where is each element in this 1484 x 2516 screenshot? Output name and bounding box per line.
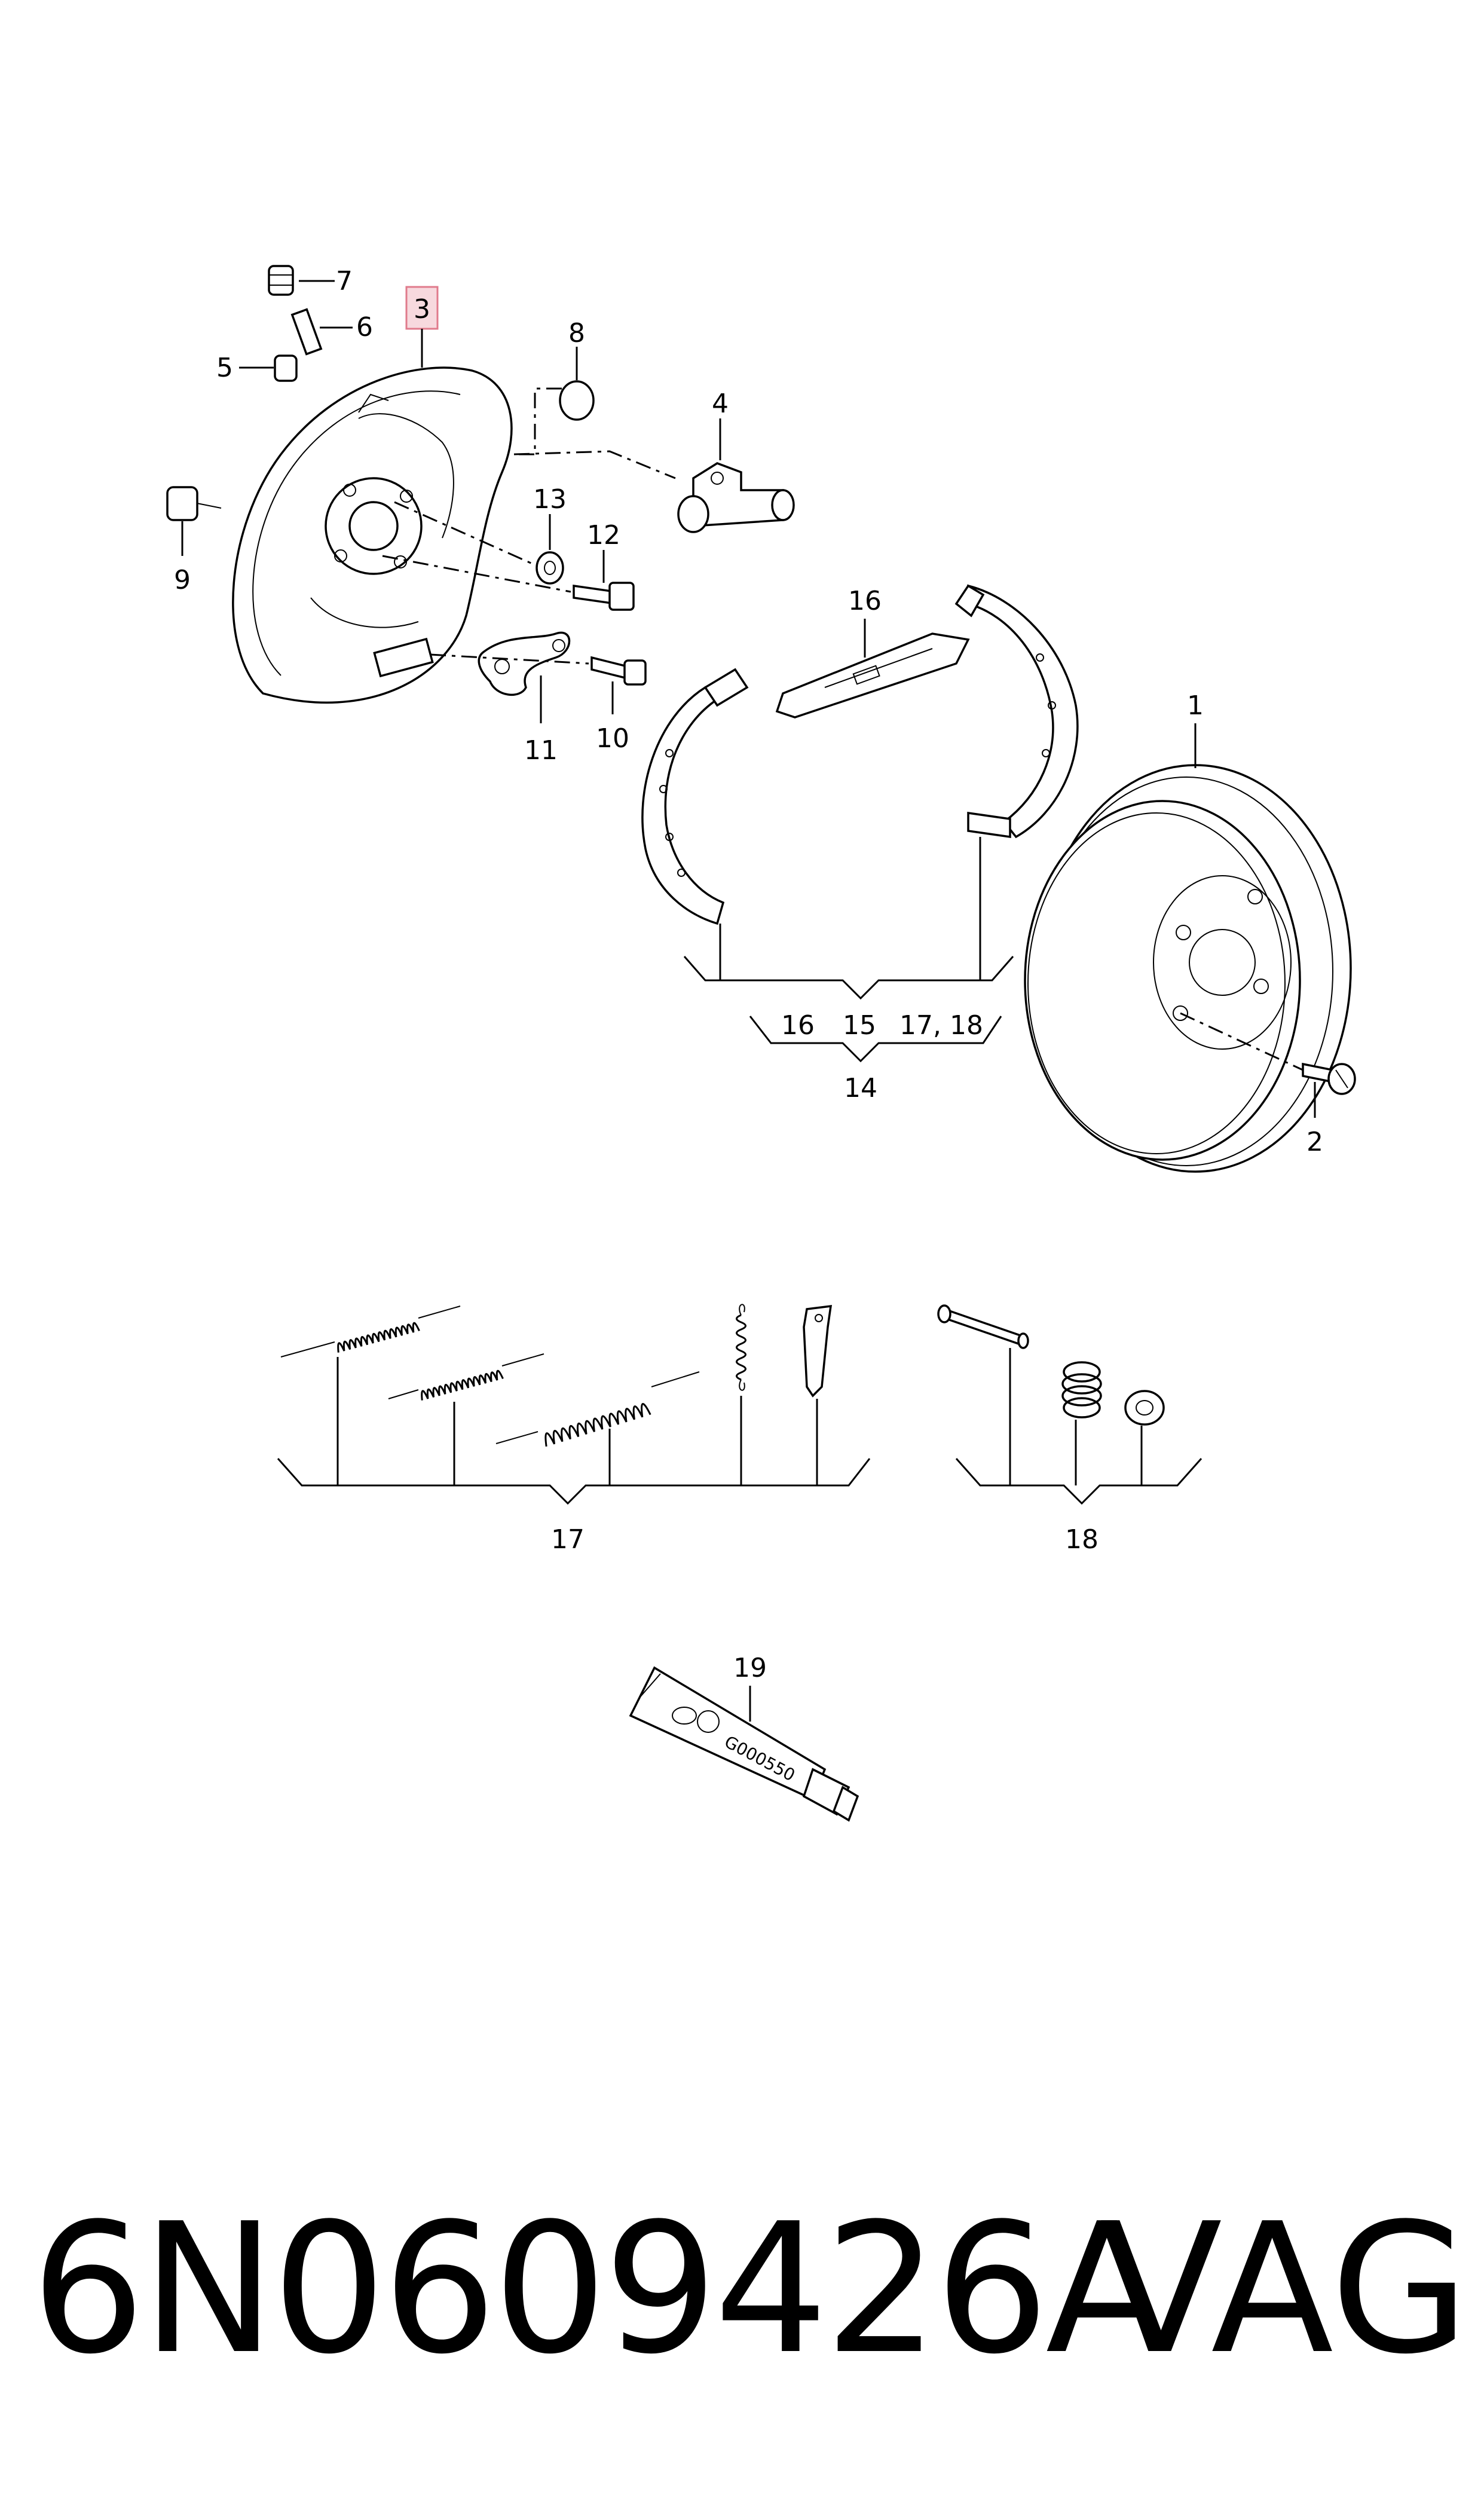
callout-14: 14 [844, 1073, 877, 1103]
retainer-kit-18: 18 [937, 1304, 1203, 1555]
grease-tube-19: G000550 19 [629, 1653, 859, 1822]
callout-3: 3 [414, 294, 430, 325]
washer-13: 13 [394, 484, 567, 585]
callout-5: 5 [216, 353, 233, 383]
retainer-cup [1124, 1390, 1165, 1485]
group14-label-c: 17, 18 [899, 1010, 983, 1041]
callout-4: 4 [712, 389, 729, 419]
retainer-pin [937, 1304, 1029, 1485]
callout-8: 8 [568, 318, 585, 348]
retainer-spring [1061, 1361, 1102, 1485]
callout-1: 1 [1187, 690, 1204, 721]
spring-c [495, 1371, 700, 1485]
bolt-10: 10 [430, 653, 647, 754]
backing-plate [232, 366, 513, 704]
callout-10: 10 [596, 723, 629, 754]
brake-shoe-right [954, 584, 1079, 980]
footer: 6N0609426A VAG [0, 2164, 1484, 2415]
callout-13: 13 [533, 484, 567, 515]
bolt-12: 12 [382, 520, 635, 611]
brake-shoe-left [641, 668, 749, 980]
bleed-valve-7: 7 [268, 265, 353, 296]
spring-a [280, 1306, 461, 1485]
callout-18: 18 [1065, 1524, 1099, 1555]
adjuster-11: 11 [478, 631, 571, 766]
callout-9: 9 [174, 565, 191, 595]
callout-17: 17 [551, 1524, 585, 1555]
bleed-screw-6: 6 [290, 308, 373, 356]
grommet-9: 9 [166, 486, 222, 595]
adjuster-strut-16: 16 [775, 586, 970, 719]
wheel-cylinder-4: 4 [513, 389, 795, 533]
brake-drum-1: 1 [1024, 690, 1352, 1173]
callout-6: 6 [356, 312, 373, 343]
plug-8: 8 [514, 318, 595, 455]
callout-19: 19 [733, 1653, 767, 1683]
part-number: 6N0609426A [31, 2185, 1168, 2393]
callout-2: 2 [1306, 1127, 1323, 1157]
callout-3-highlight: 3 [405, 286, 439, 368]
group14-label-a: 16 [781, 1010, 815, 1041]
spring-kit-17: 17 [277, 1304, 871, 1555]
parts-diagram: 3 7 6 5 9 8 4 [166, 265, 1356, 1822]
group14-label-b: 15 [843, 1010, 876, 1041]
spring-b [388, 1353, 544, 1485]
callout-12: 12 [587, 520, 620, 551]
brand: VAG [1100, 2185, 1470, 2393]
lever [803, 1304, 833, 1485]
callout-11: 11 [524, 735, 558, 766]
callout-16: 16 [848, 586, 882, 616]
drum-screw-2: 2 [1302, 1062, 1356, 1157]
spring-d [736, 1304, 746, 1485]
group-14-bracket: 16 15 17, 18 14 [683, 956, 1014, 1103]
callout-7: 7 [336, 266, 353, 296]
dust-cap-5: 5 [216, 353, 298, 383]
